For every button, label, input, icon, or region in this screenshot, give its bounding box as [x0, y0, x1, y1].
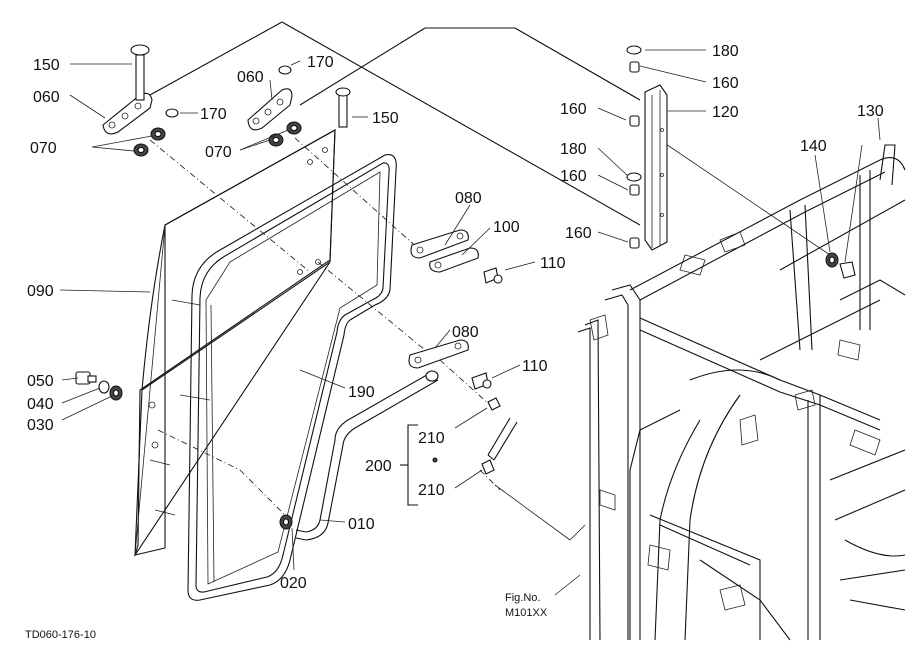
- handle-rod: [279, 370, 439, 541]
- label-040: 040: [27, 396, 54, 413]
- figure-caption: Fig.No.: [505, 592, 540, 604]
- label-030: 030: [27, 417, 54, 434]
- label-120: 120: [712, 104, 739, 121]
- part-labels: 150 060 170 070 060 170 150 070 180 160 …: [27, 43, 884, 592]
- label-180-mid: 180: [560, 141, 587, 158]
- label-110-upper: 110: [540, 255, 566, 272]
- label-200: 200: [365, 458, 392, 475]
- label-150-left: 150: [33, 57, 60, 74]
- label-180-top: 180: [712, 43, 739, 60]
- bracket-upper: [410, 229, 503, 284]
- figure-number: M101XX: [505, 607, 548, 619]
- label-160-lower: 160: [565, 225, 592, 242]
- reference-lines: [149, 21, 831, 596]
- label-160-top: 160: [712, 75, 739, 92]
- leader-lines: [59, 49, 881, 571]
- label-140: 140: [800, 138, 827, 155]
- hinge-left: [102, 44, 179, 157]
- label-170-left: 170: [200, 106, 227, 123]
- label-100: 100: [493, 219, 520, 236]
- label-210-upper: 210: [418, 430, 445, 447]
- label-130: 130: [857, 103, 884, 120]
- hinge-right: [247, 65, 351, 147]
- label-210-lower: 210: [418, 482, 445, 499]
- weather-strip: [187, 154, 397, 601]
- label-070-left: 070: [30, 140, 57, 157]
- bracket-lower: [408, 339, 492, 390]
- rail-assembly: [626, 45, 668, 251]
- label-020: 020: [280, 575, 307, 592]
- label-090: 090: [27, 283, 54, 300]
- label-170-right: 170: [307, 54, 334, 71]
- label-110-lower: 110: [522, 358, 548, 375]
- label-190: 190: [348, 384, 375, 401]
- label-050: 050: [27, 373, 54, 390]
- label-080-upper: 080: [455, 190, 482, 207]
- label-060-left: 060: [33, 89, 60, 106]
- fasteners-left: [75, 371, 123, 401]
- label-010: 010: [348, 516, 375, 533]
- label-160-mid: 160: [560, 168, 587, 185]
- label-070-right: 070: [205, 144, 232, 161]
- gas-strut: [400, 397, 518, 506]
- alignment-lines: [149, 137, 501, 521]
- label-060-right: 060: [237, 69, 264, 86]
- cab-frame: [577, 144, 906, 641]
- label-150-right: 150: [372, 110, 399, 127]
- label-080-lower: 080: [452, 324, 479, 341]
- door-glass-panel: [134, 129, 336, 557]
- drawing-code: TD060-176-10: [25, 629, 96, 641]
- label-160-upper: 160: [560, 101, 587, 118]
